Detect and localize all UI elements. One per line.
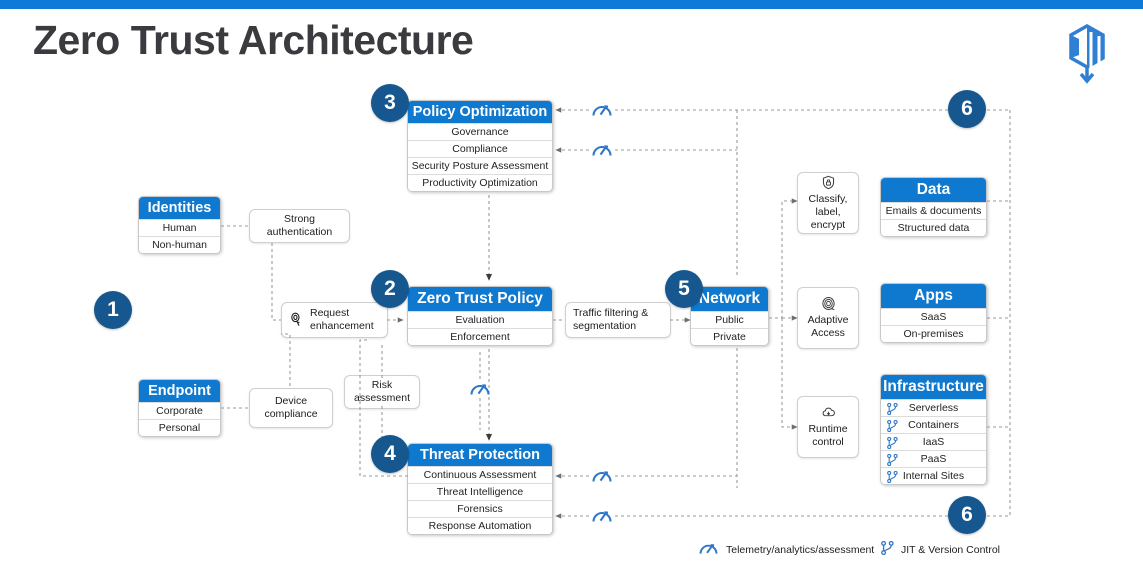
note-classify-label-encrypt-label: Classify, label, encrypt [808, 192, 848, 231]
card-threat-protection-row-continuous[interactable]: Continuous Assessment [408, 466, 552, 483]
card-threat-protection-title: Threat Protection [408, 444, 552, 466]
note-risk-assessment-label: Risk assessment [353, 379, 411, 404]
telemetry-gauge-icon [591, 508, 613, 524]
card-endpoint-row-corporate[interactable]: Corporate [139, 402, 220, 419]
card-identities-row-human[interactable]: Human [139, 219, 220, 236]
step-circle-1: 1 [94, 291, 132, 329]
card-policy-optimization-row-productivity[interactable]: Productivity Optimization [408, 174, 552, 191]
step-circle-4: 4 [371, 435, 409, 473]
card-apps-row-saas[interactable]: SaaS [881, 308, 986, 325]
card-policy-optimization-row-governance[interactable]: Governance [408, 123, 552, 140]
card-infrastructure[interactable]: Infrastructure Serverless Containers Iaa… [880, 374, 987, 485]
card-data-row-emails[interactable]: Emails & documents [881, 202, 986, 219]
card-data[interactable]: Data Emails & documents Structured data [880, 177, 987, 237]
card-network-row-public[interactable]: Public [691, 311, 768, 328]
telemetry-gauge-icon [698, 541, 719, 559]
note-adaptive-access-label: Adaptive Access [807, 314, 849, 339]
card-infrastructure-row-serverless[interactable]: Serverless [881, 399, 986, 416]
card-network-title: Network [691, 287, 768, 311]
card-infrastructure-row-iaas-label: IaaS [922, 436, 945, 448]
legend-item-jit-label: JIT & Version Control [901, 543, 1001, 556]
page-title: Zero Trust Architecture [33, 17, 474, 63]
step-circle-5: 5 [665, 270, 703, 308]
cloud-runtime-icon [820, 405, 836, 421]
card-identities-title: Identities [139, 197, 220, 219]
step-circle-3: 3 [371, 84, 409, 122]
step-circle-6-bottom: 6 [948, 496, 986, 534]
legend-item-jit: JIT & Version Control [881, 540, 1001, 558]
step-circle-2: 2 [371, 270, 409, 308]
shield-lock-icon [820, 175, 836, 191]
step-circle-6-top: 6 [948, 90, 986, 128]
git-branch-icon [887, 402, 898, 416]
card-infrastructure-row-internal-sites[interactable]: Internal Sites [881, 467, 986, 484]
card-infrastructure-title: Infrastructure [881, 375, 986, 399]
telemetry-gauge-icon [591, 468, 613, 484]
card-threat-protection[interactable]: Threat Protection Continuous Assessment … [407, 443, 553, 535]
card-network[interactable]: Network Public Private [690, 286, 769, 346]
git-branch-icon [881, 540, 894, 558]
card-infrastructure-row-iaas[interactable]: IaaS [881, 433, 986, 450]
git-branch-icon [887, 419, 898, 433]
note-runtime-control-label: Runtime control [808, 423, 848, 448]
telemetry-gauge-icon [591, 102, 613, 118]
card-threat-protection-row-response[interactable]: Response Automation [408, 517, 552, 534]
card-zero-trust-policy-title: Zero Trust Policy [408, 287, 552, 311]
card-infrastructure-row-serverless-label: Serverless [908, 402, 959, 414]
card-zero-trust-policy-row-evaluation[interactable]: Evaluation [408, 311, 552, 328]
note-adaptive-access: Adaptive Access [797, 287, 859, 349]
top-accent-bar [0, 0, 1143, 9]
card-infrastructure-row-paas[interactable]: PaaS [881, 450, 986, 467]
card-threat-protection-row-intelligence[interactable]: Threat Intelligence [408, 483, 552, 500]
card-apps-row-onprem[interactable]: On-premises [881, 325, 986, 342]
note-traffic-filtering-label: Traffic filtering & segmentation [573, 307, 649, 332]
card-identities-row-non-human[interactable]: Non-human [139, 236, 220, 253]
git-branch-icon [887, 470, 898, 484]
note-request-enhancement: Request enhancement [281, 302, 388, 338]
card-threat-protection-row-forensics[interactable]: Forensics [408, 500, 552, 517]
note-strong-authentication-label: Strong authentication [266, 213, 333, 238]
card-zero-trust-policy[interactable]: Zero Trust Policy Evaluation Enforcement [407, 286, 553, 346]
note-traffic-filtering: Traffic filtering & segmentation [565, 302, 671, 338]
fingerprint-icon [820, 296, 836, 312]
card-policy-optimization-title: Policy Optimization [408, 101, 552, 123]
git-branch-icon [887, 453, 898, 467]
note-strong-authentication: Strong authentication [249, 209, 350, 243]
card-network-row-private[interactable]: Private [691, 328, 768, 345]
card-apps-title: Apps [881, 284, 986, 308]
card-policy-optimization-row-compliance[interactable]: Compliance [408, 140, 552, 157]
card-zero-trust-policy-row-enforcement[interactable]: Enforcement [408, 328, 552, 345]
card-policy-optimization[interactable]: Policy Optimization Governance Complianc… [407, 100, 553, 192]
note-classify-label-encrypt: Classify, label, encrypt [797, 172, 859, 234]
card-identities[interactable]: Identities Human Non-human [138, 196, 221, 254]
card-data-title: Data [881, 178, 986, 202]
note-runtime-control: Runtime control [797, 396, 859, 458]
note-device-compliance: Device compliance [249, 388, 333, 428]
card-apps[interactable]: Apps SaaS On-premises [880, 283, 987, 343]
legend-item-telemetry-label: Telemetry/analytics/assessment [726, 544, 875, 556]
hexagon-cube-logo-icon [1053, 23, 1121, 84]
fingerprint-key-icon [289, 312, 305, 328]
card-endpoint-title: Endpoint [139, 380, 220, 402]
git-branch-icon [887, 436, 898, 450]
card-policy-optimization-row-security-posture[interactable]: Security Posture Assessment [408, 157, 552, 174]
telemetry-gauge-icon [591, 142, 613, 158]
card-infrastructure-row-internal-sites-label: Internal Sites [902, 470, 965, 482]
card-infrastructure-row-paas-label: PaaS [920, 453, 947, 465]
legend-item-telemetry: Telemetry/analytics/assessment [698, 541, 874, 559]
note-risk-assessment: Risk assessment [344, 375, 420, 409]
card-infrastructure-row-containers-label: Containers [908, 419, 959, 431]
card-data-row-structured[interactable]: Structured data [881, 219, 986, 236]
card-infrastructure-row-containers[interactable]: Containers [881, 416, 986, 433]
telemetry-gauge-icon [469, 381, 491, 397]
note-request-enhancement-label: Request enhancement [310, 307, 374, 332]
note-device-compliance-label: Device compliance [264, 395, 318, 420]
card-endpoint-row-personal[interactable]: Personal [139, 419, 220, 436]
card-endpoint[interactable]: Endpoint Corporate Personal [138, 379, 221, 437]
